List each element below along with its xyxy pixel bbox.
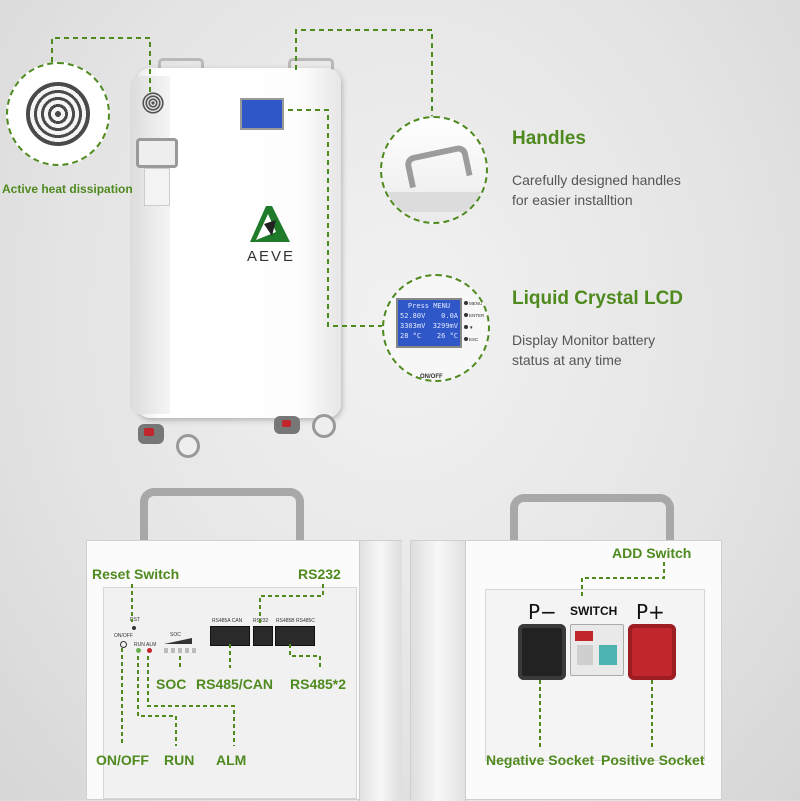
heat-dissipation-label: Active heat dissipation [2,182,133,196]
rs232-port[interactable] [253,626,273,646]
wheel-rear-right [312,414,336,438]
lcd-screen: Press MENU 52.80V 0.0A 3303mV 3299mV 28 °C… [396,298,462,348]
handles-title: Handles [512,128,586,149]
rs232-label: RS232 [298,566,341,582]
soc-label: SOC [156,676,187,692]
negative-socket[interactable] [518,624,566,680]
alm-led [147,648,152,653]
lcd-down-button[interactable]: ▼ [464,322,484,334]
handles-desc-line1: Carefully designed handles [512,172,681,188]
callout-lines-left-panel [121,584,324,746]
battery-side [130,76,170,414]
onoff-small-label: ON/OFF [114,633,133,639]
right-panel-handle [510,494,674,546]
rs485-dual-port[interactable] [275,626,315,646]
handle-closeup-circle [380,116,488,224]
handle-closeup-icon [403,143,473,189]
lcd-temp-max: 28 °C [400,332,422,340]
reset-button[interactable] [132,626,136,630]
rs485-can-label: RS485/CAN [196,676,274,692]
small-lcd-screen [240,98,284,130]
top-handle-left [158,58,204,73]
lcd-menu-button[interactable]: MENU [464,298,484,310]
positive-socket-label: Positive Socket [601,752,705,768]
side-handle [136,138,178,168]
left-panel-handle [140,488,304,544]
lcd-voltage: 52.80V [400,312,426,320]
p-minus-label: P− [528,600,557,624]
negative-socket-label: Negative Socket [486,752,595,768]
handle-closeup-plate [382,192,486,212]
lcd-enter-button[interactable]: ENTER [464,310,484,322]
label-sticker [144,168,170,206]
lcd-temp-min: 26 °C [436,332,458,340]
fan-icon [26,82,90,146]
reset-switch-label: Reset Switch [92,566,180,582]
soc-small-label: SOC [170,632,181,638]
rs485x2-label: RS485*2 [290,676,347,692]
lcd-desc-line2: status at any time [512,352,622,368]
aeve-logo-icon [250,206,290,242]
brand-name: AEVE [246,248,296,265]
port3-small-label: RS485B RS485C [276,618,315,624]
soc-ramp-icon [164,638,192,644]
power-button[interactable] [120,641,127,648]
top-handle-right [288,58,334,73]
wheel-front-left [138,424,164,444]
wheel-front-center [176,434,200,458]
add-switch-label: ADD Switch [612,545,692,561]
onoff-label: ON/OFF [96,752,149,768]
lcd-buttons: MENU ENTER ▼ ESC [464,298,484,346]
rst-small-label: RST [130,617,140,623]
battery-body [136,68,341,418]
left-panel-side-strip [359,541,402,801]
run-label: RUN [164,752,195,768]
fan-closeup-circle [6,62,110,166]
add-switch[interactable] [570,624,624,676]
lcd-cell-min: 3299mV [432,322,458,330]
wheel-rear-center [274,416,300,434]
alm-label: ALM [216,752,247,768]
lcd-header: Press MENU [407,302,451,310]
lcd-esc-button[interactable]: ESC [464,334,484,346]
port1-small-label: RS485A CAN [212,618,243,624]
p-plus-label: P+ [636,600,665,624]
lcd-bottom-label: ON/OFF [420,374,443,380]
left-panel-inset [103,587,357,799]
switch-text: SWITCH [570,604,618,618]
callout-lines-right-panel [539,562,665,748]
lcd-closeup-circle: Press MENU 52.80V 0.0A 3303mV 3299mV 28 °C… [382,274,490,382]
lcd-desc-line1: Display Monitor battery [512,332,656,348]
handles-desc-line2: for easier installtion [512,192,633,208]
positive-socket[interactable] [628,624,676,680]
lcd-title: Liquid Crystal LCD [512,288,684,309]
alm-small-label: ALM [146,642,157,648]
callout-lines-top [51,29,433,327]
lcd-cell-max: 3303mV [400,322,426,330]
lcd-current: 0.0A [441,312,458,320]
battery-unit: AEVE [128,58,343,458]
run-led [136,648,141,653]
fan-vent-icon [142,92,164,114]
run-small-label: RUN [134,642,145,648]
right-panel-side-strip [411,541,466,801]
soc-leds [164,648,198,653]
